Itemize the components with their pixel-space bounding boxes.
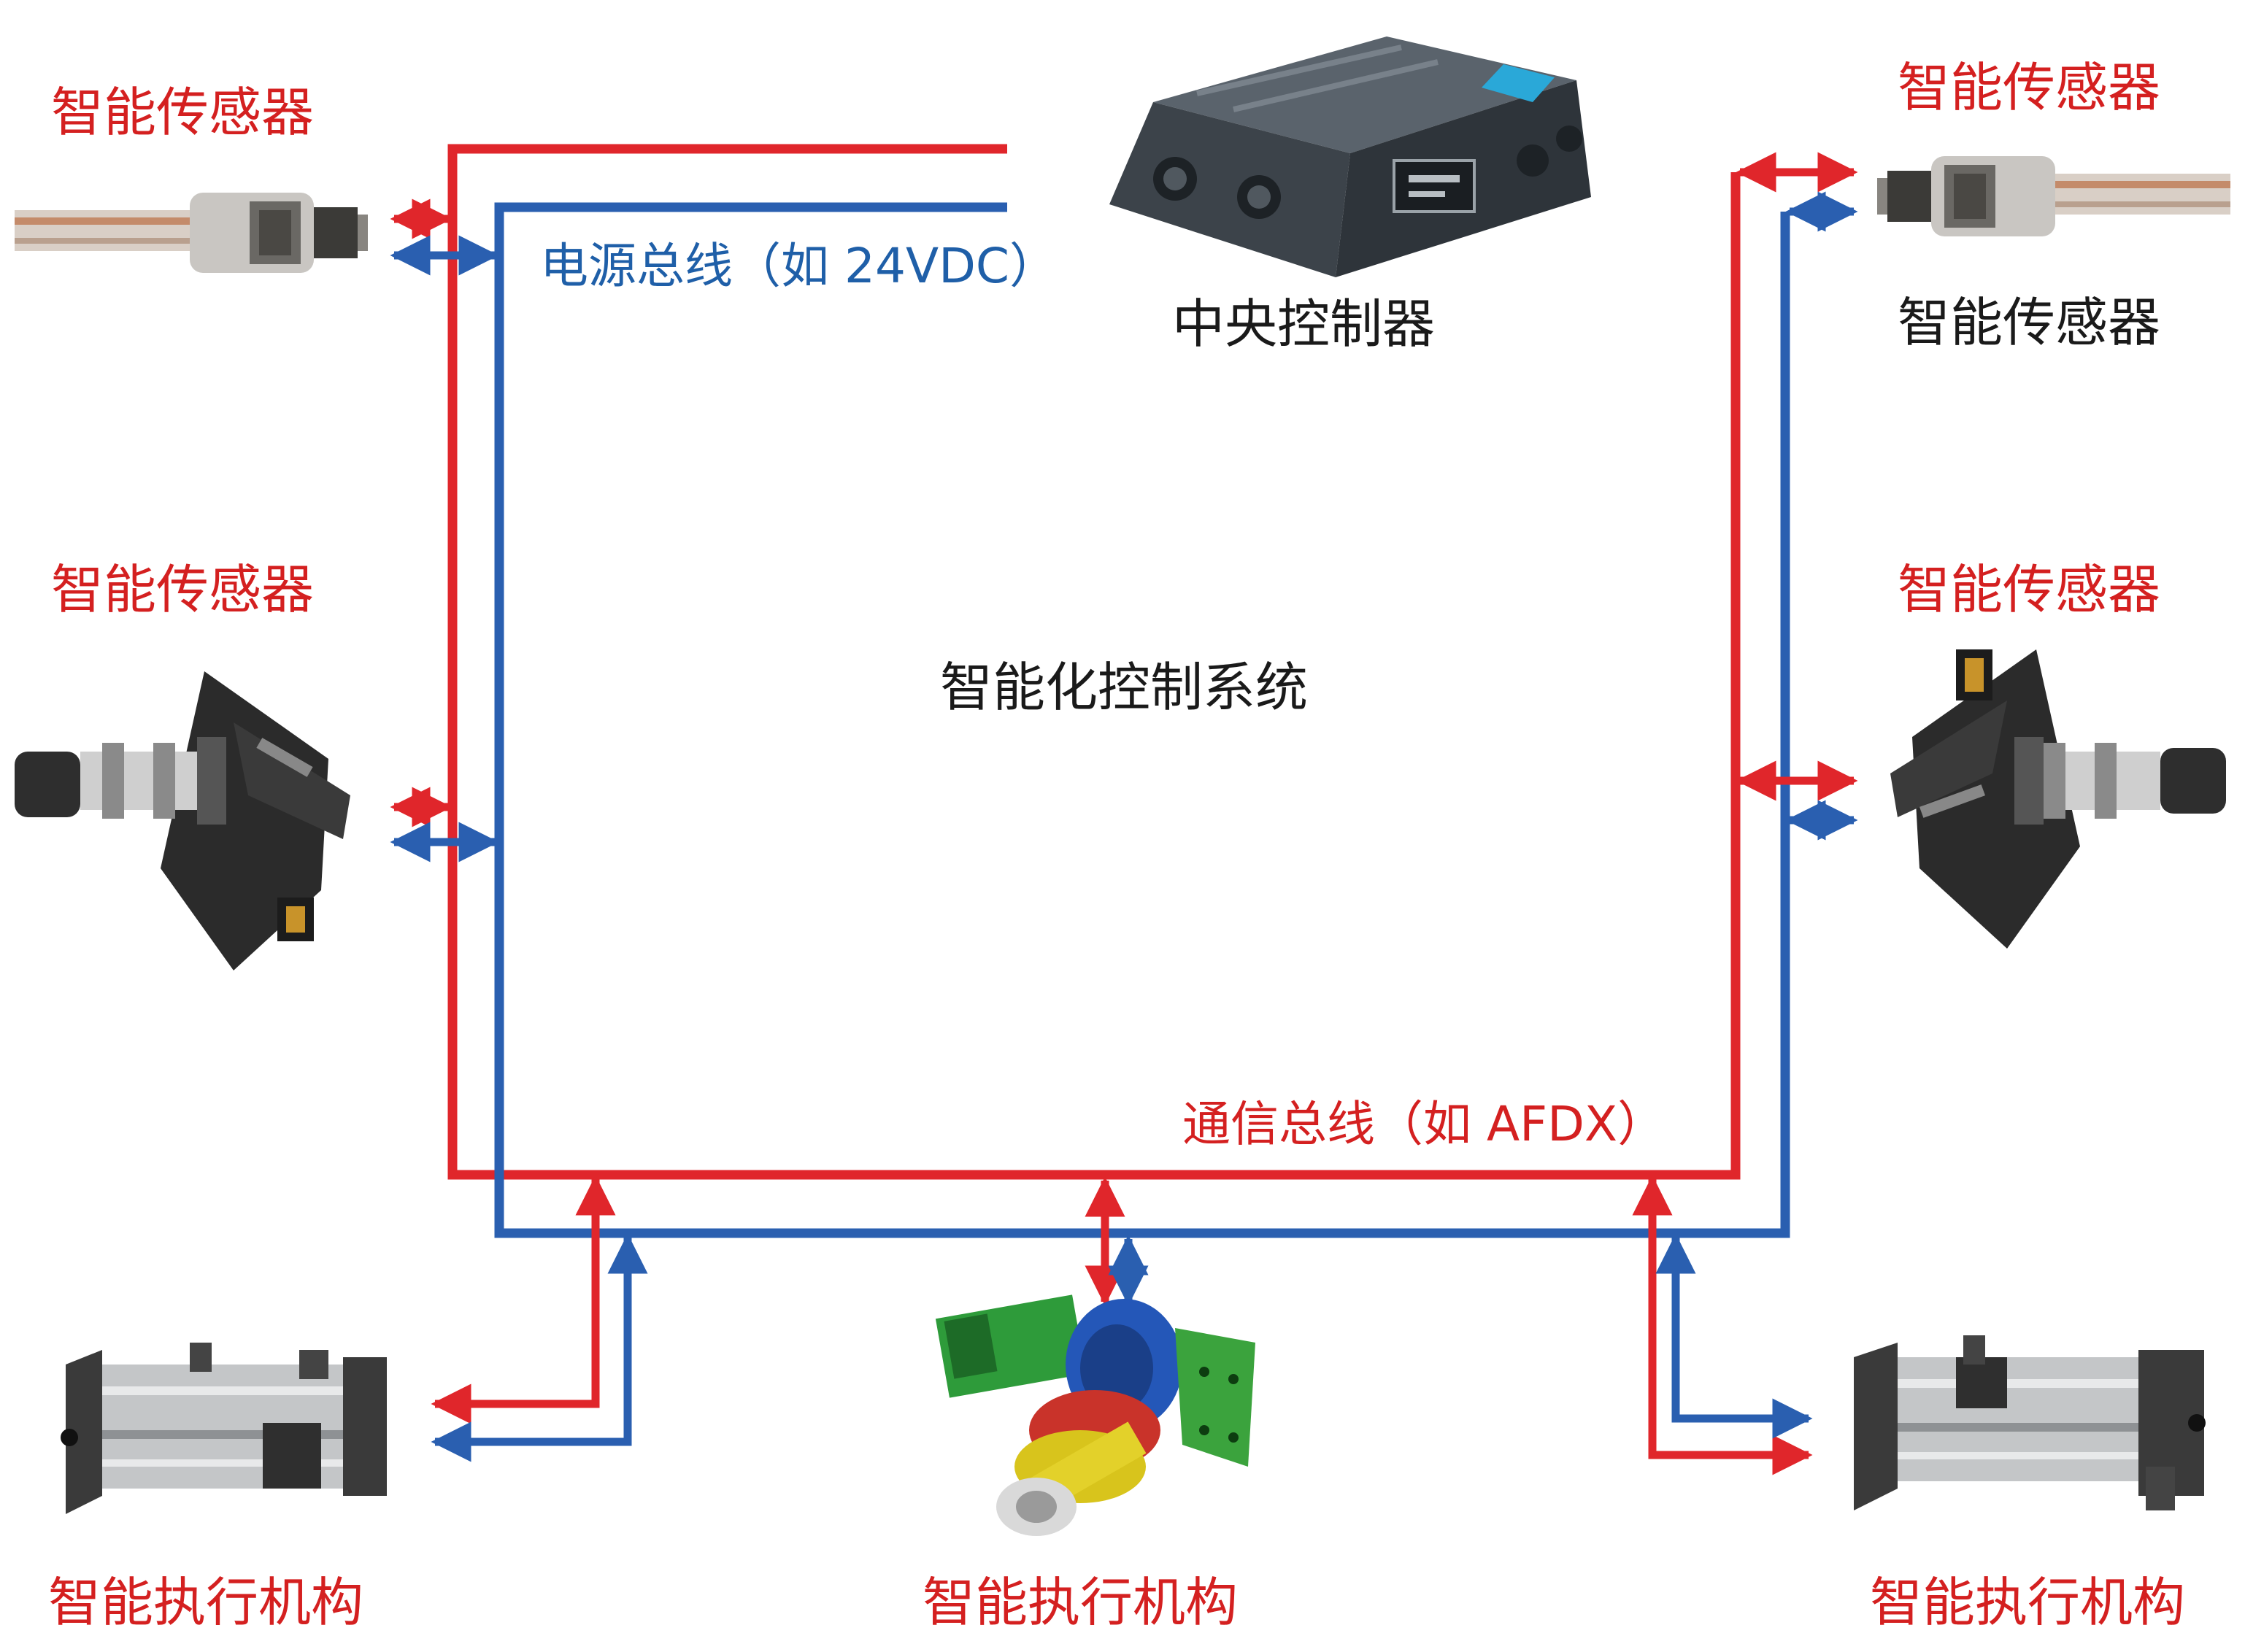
label-sensor-mid-left: 智能传感器 — [51, 559, 315, 620]
label-actuator-center: 智能执行机构 — [923, 1572, 1239, 1633]
linear-actuator-icon — [1854, 1335, 2206, 1510]
controller-box-icon — [1109, 36, 1591, 277]
label-sensor-top-left: 智能传感器 — [51, 82, 315, 143]
cylindrical-sensor-icon — [15, 193, 368, 273]
rotary-sensor-icon — [15, 671, 350, 970]
comm-bus-line — [447, 144, 1741, 1180]
label-system-title: 智能化控制系统 — [940, 657, 1309, 718]
power-bus-line — [494, 202, 1790, 1238]
label-sensor-mid-right: 智能传感器 — [1898, 559, 2161, 620]
label-sensor-top-right: 智能传感器 — [1898, 57, 2161, 118]
label-comm-bus: 通信总线（如 AFDX） — [1182, 1096, 1666, 1152]
label-actuator-right: 智能执行机构 — [1870, 1572, 2186, 1633]
comm-link-actuator-right — [1632, 1175, 1813, 1475]
label-sensor-top-right-caption: 智能传感器 — [1898, 292, 2161, 353]
label-power-bus: 电源总线（如 24VDC） — [540, 238, 1058, 294]
rotary-actuator-icon — [935, 1294, 1255, 1536]
rotary-sensor-icon — [1890, 649, 2226, 949]
label-central-controller: 中央控制器 — [1172, 293, 1436, 355]
power-link-actuator-right — [1655, 1233, 1813, 1439]
label-actuator-left: 智能执行机构 — [48, 1572, 364, 1633]
linear-actuator-icon — [61, 1343, 387, 1514]
comm-link-actuator-left — [431, 1175, 616, 1424]
power-link-actuator-left — [431, 1233, 648, 1462]
cylindrical-sensor-icon — [1877, 156, 2230, 236]
